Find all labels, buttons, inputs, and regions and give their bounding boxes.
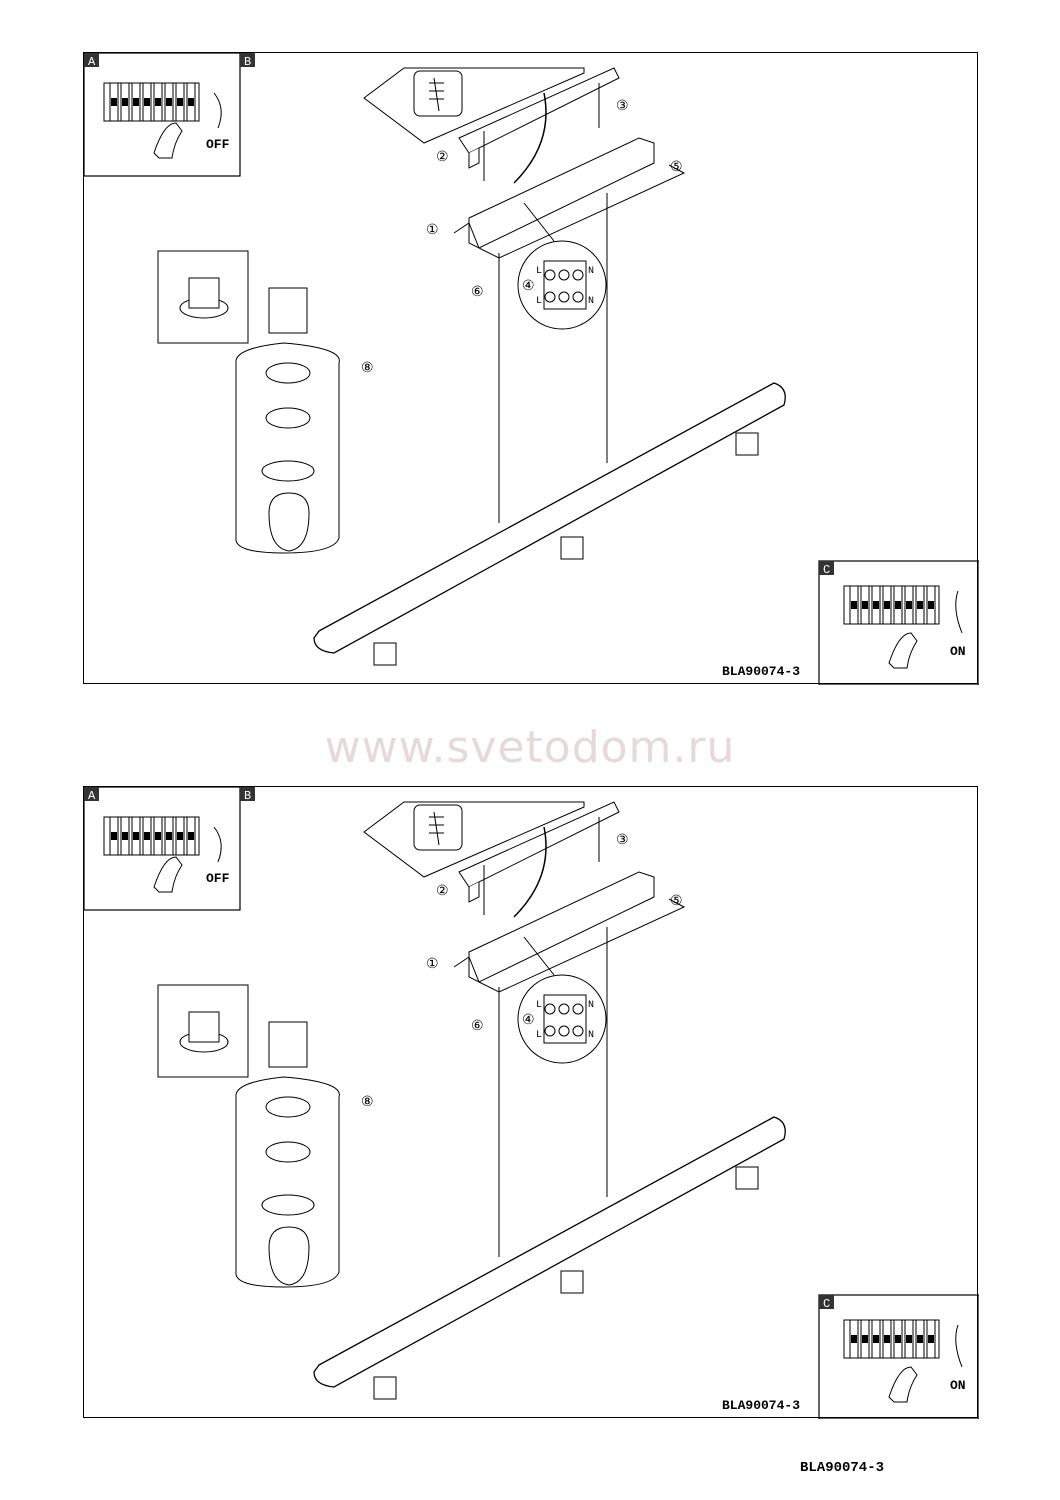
terminal-block-inset: L N L N xyxy=(517,936,607,1064)
off-label: OFF xyxy=(206,137,230,152)
switch-down-arrow-icon xyxy=(213,826,222,863)
on-label: ON xyxy=(950,1378,966,1393)
socket-ring xyxy=(261,460,315,482)
mounting-bracket xyxy=(458,67,620,181)
step-3: ③ xyxy=(616,833,629,849)
canopy-box xyxy=(453,92,686,259)
ceiling-block xyxy=(363,67,585,144)
terminal-n-bottom: N xyxy=(588,296,594,307)
breaker-switch-icon xyxy=(103,82,200,122)
shade-cylinder xyxy=(235,1076,340,1288)
on-breaker-inset: C ON xyxy=(818,1294,979,1419)
model-code: BLA90074-3 xyxy=(722,1398,800,1413)
step-4: ④ xyxy=(522,279,535,295)
terminal-l-top: L xyxy=(536,266,542,277)
step-6: ⑥ xyxy=(471,1019,484,1035)
lampholder-ring-inset xyxy=(157,984,249,1078)
lamp-shade-assembly xyxy=(235,287,340,554)
step-8: ⑧ xyxy=(361,1095,374,1111)
terminal-l-bottom: L xyxy=(536,1030,542,1041)
step-3: ③ xyxy=(616,99,629,115)
hand-icon-c xyxy=(888,1366,918,1403)
label-c: C xyxy=(823,563,830,577)
terminal-l-bottom: L xyxy=(536,296,542,307)
hand-icon-c xyxy=(888,632,918,669)
label-a: A xyxy=(88,789,96,803)
power-cable xyxy=(513,92,547,184)
switch-up-arrow-icon xyxy=(955,590,963,634)
on-label: ON xyxy=(950,644,966,659)
label-c: C xyxy=(823,1297,830,1311)
label-b: B xyxy=(244,55,251,69)
step-4: ④ xyxy=(522,1013,535,1029)
instruction-panel-bottom: A OFF B L N L N ① xyxy=(83,786,979,1419)
light-bulb xyxy=(268,1226,310,1286)
power-cable xyxy=(513,826,547,918)
terminal-block-inset: L N L N xyxy=(517,202,607,330)
label-b: B xyxy=(244,789,251,803)
step-2: ② xyxy=(436,884,449,900)
lamp-bar xyxy=(313,382,786,666)
socket-ring xyxy=(261,1194,315,1216)
terminal-n-top: N xyxy=(588,1000,594,1011)
step-5: ⑤ xyxy=(670,160,683,176)
terminal-n-top: N xyxy=(588,266,594,277)
lamp-bar xyxy=(313,1116,786,1400)
off-breaker-inset: A OFF xyxy=(84,53,241,177)
off-label: OFF xyxy=(206,871,230,886)
lamp-shade-assembly xyxy=(235,1021,340,1288)
ceiling-block xyxy=(363,801,585,878)
off-breaker-inset: A OFF xyxy=(84,787,241,911)
breaker-switch-icon-c xyxy=(843,585,940,625)
label-a: A xyxy=(88,55,96,69)
footer-code: BLA90074-3 xyxy=(800,1460,885,1476)
light-bulb xyxy=(268,492,310,552)
breaker-switch-icon xyxy=(103,816,200,856)
model-code: BLA90074-3 xyxy=(722,664,800,679)
socket-sleeve xyxy=(268,1021,308,1068)
step-1: ① xyxy=(426,957,439,973)
on-breaker-inset: C ON xyxy=(818,560,979,685)
step-6: ⑥ xyxy=(471,285,484,301)
instruction-panel-top: A OFF B L N L N ① xyxy=(83,52,979,685)
step-8: ⑧ xyxy=(361,361,374,377)
socket-sleeve xyxy=(268,287,308,334)
step-2: ② xyxy=(436,150,449,166)
terminal-l-top: L xyxy=(536,1000,542,1011)
breaker-switch-icon-c xyxy=(843,1319,940,1359)
step-5: ⑤ xyxy=(670,894,683,910)
watermark: www.svetodom.ru xyxy=(324,722,736,773)
switch-up-arrow-icon xyxy=(955,1324,963,1368)
hand-icon xyxy=(153,856,183,893)
canopy-box xyxy=(453,826,686,993)
switch-down-arrow-icon xyxy=(213,92,222,129)
mounting-bracket xyxy=(458,801,620,915)
terminal-n-bottom: N xyxy=(588,1030,594,1041)
shade-cylinder xyxy=(235,342,340,554)
lampholder-ring-inset xyxy=(157,250,249,344)
dowel-inset xyxy=(413,70,463,117)
step-1: ① xyxy=(426,223,439,239)
dowel-inset xyxy=(413,804,463,851)
hand-icon xyxy=(153,122,183,159)
